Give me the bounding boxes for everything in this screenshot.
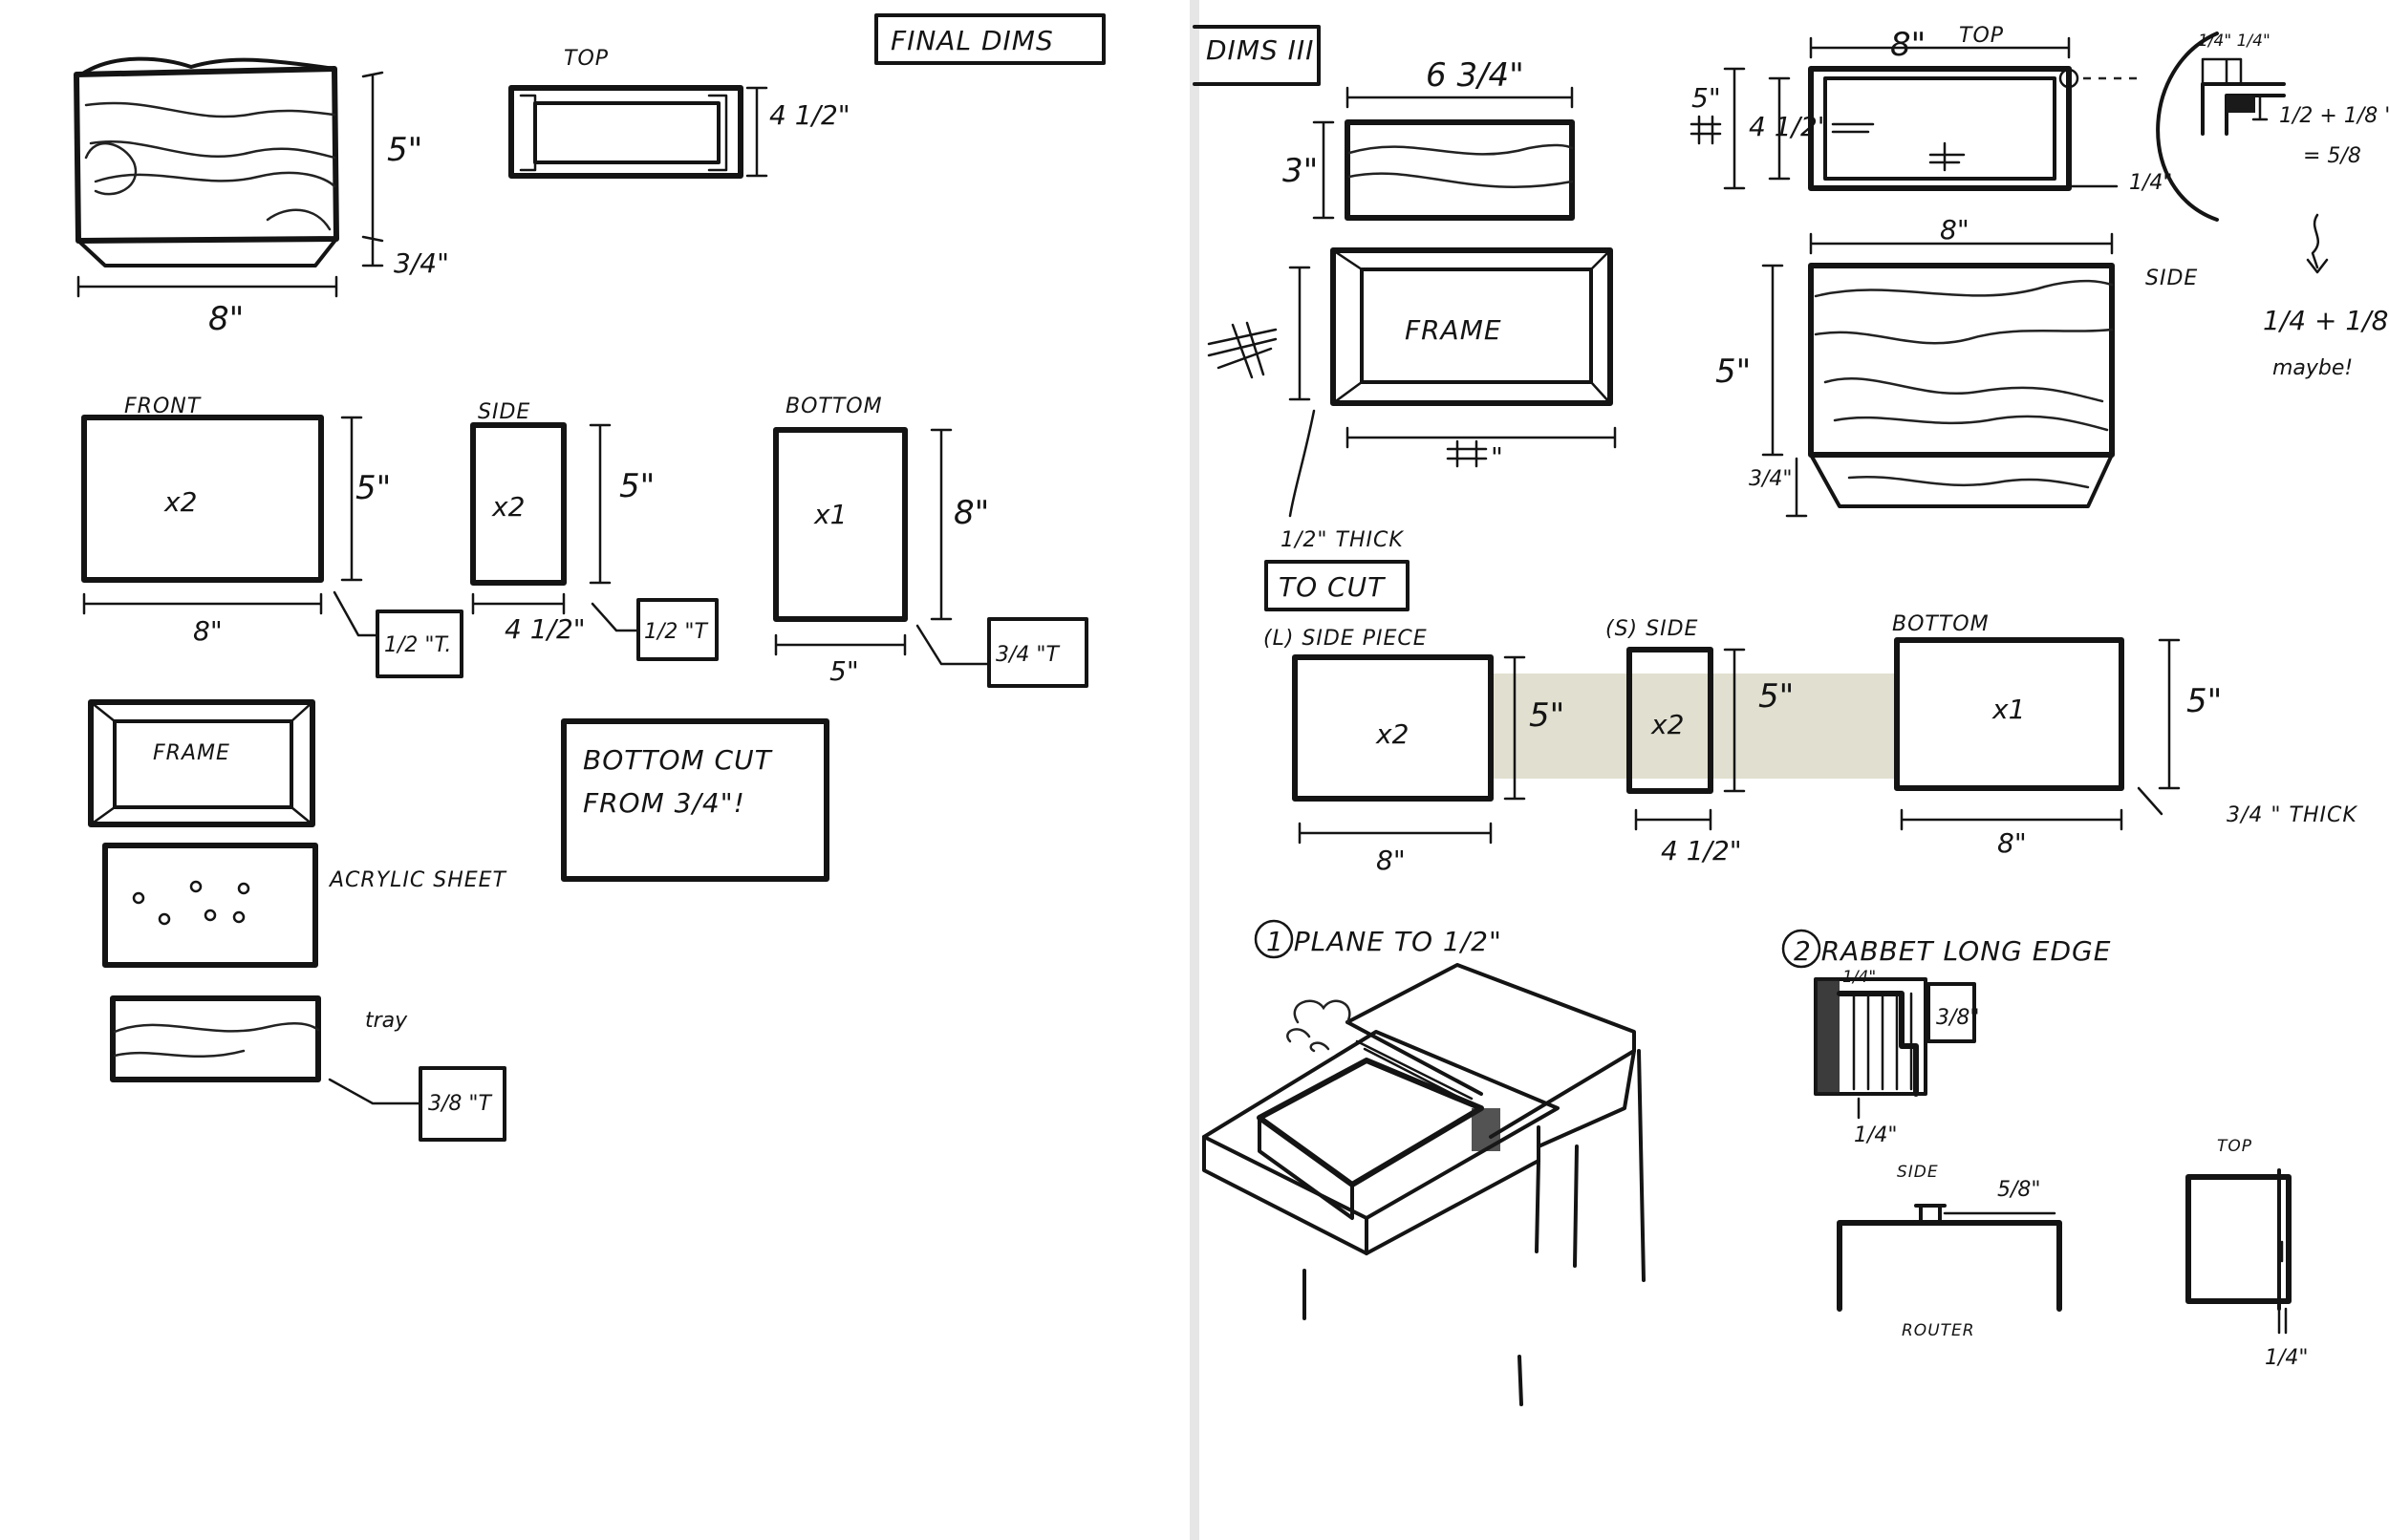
tray-thickness: 3/8 "T [428,1092,493,1116]
to-cut-heading-text: TO CUT [1279,571,1386,603]
assembled-box-sketch: 5" 3/4" 8" [74,56,449,338]
step-plane-sketch: 1 PLANE TO 1/2" [1202,919,1646,1406]
short-side-qty: x2 [1650,709,1684,740]
bottom-label: BOTTOM [786,395,883,418]
front-height-dim: 5" [355,469,391,507]
side-piece: SIDE x2 5" 4 1/2" 1/2 "T [470,400,719,661]
right-page: DIMS III 6 3/4" 3" FRAME " 1/2" THICK [1193,24,2389,1406]
right-top-label: TOP [1959,24,2004,48]
right-top-outer-dim: 5" [1691,82,1721,114]
left-top-view: TOP 4 1/2" [508,47,850,179]
detail-note: maybe! [2272,356,2353,380]
detail-frac-b: = 5/8 [2303,144,2361,168]
rabbet-depth-dim: 3/8" [1936,1006,1980,1030]
tray-label: tray [365,1009,408,1033]
right-side-label: SIDE [2145,267,2198,290]
long-side-piece: (L) SIDE PIECE x2 5" 8" [1263,627,1564,876]
detail-top-dims: 1/4" 1/4" [2198,32,2271,51]
right-bottom-thickness: 3/4 " THICK [2227,803,2357,827]
long-side-label: (L) SIDE PIECE [1263,627,1428,651]
long-side-width-dim: 8" [1376,845,1406,876]
right-header-text: DIMS III [1206,34,1314,66]
right-side-height-dim: 5" [1715,353,1751,391]
side-qty: x2 [491,491,525,523]
assembled-width-dim: 8" [208,300,244,338]
side-height-dim: 5" [619,467,655,505]
right-bottom-qty: x1 [1991,694,2025,725]
front-qty: x2 [163,486,197,518]
front-width-dim: 8" [193,615,223,647]
left-header: FINAL DIMS [874,13,1106,65]
right-bottom-label: BOTTOM [1892,612,1990,636]
note-line-1: BOTTOM CUT [583,744,773,776]
right-top-edge-dim: 1/4" [2129,171,2173,195]
right-top-inner-dim: 4 1/2" [1749,111,1830,142]
front-label: FRONT [124,395,202,418]
note-line-2: FROM 3/4"! [583,787,745,819]
bottom-cut-note: BOTTOM CUT FROM 3/4"! [561,718,829,882]
bottom-width-dim: 5" [829,655,859,687]
step2-label: 2 RABBET LONG EDGE [1794,935,2111,967]
short-side-width-dim: 4 1/2" [1661,835,1742,866]
frame-thickness: 1/2" THICK [1281,528,1404,552]
front-piece: FRONT x2 5" 8" 1/2 "T. [81,395,463,678]
left-frame-label: FRAME [153,741,230,765]
right-bottom-height-dim: 5" [2186,682,2222,720]
tray-sketch: tray 3/8 "T [110,995,506,1142]
right-frame-width-dim: " [1491,441,1503,473]
short-side-label: (S) SIDE [1605,617,1698,641]
right-side-view: 8" SIDE 5" 3/4" [1715,214,2198,518]
rabbet-edge-dim-bottom: 1/4" [1854,1123,1898,1147]
highlighter-wash [1489,674,1898,779]
step1-label: 1 PLANE TO 1/2" [1266,926,1502,957]
step-rabbet-sketch: 2 RABBET LONG EDGE 1/4" 3/8" 1/4" SIDE 5… [1781,929,2309,1370]
router-top-label: TOP [2217,1137,2252,1156]
side-width-dim: 4 1/2" [505,613,586,645]
right-top-view: 8" TOP 5" 4 1/2" 1/4" [1690,24,2173,195]
left-top-view-dim: 4 1/2" [769,99,850,131]
assembled-base-dim: 3/4" [394,247,449,279]
right-bottom-width-dim: 8" [1997,827,2027,859]
right-bottom-piece: BOTTOM x1 5" 8" 3/4 " THICK [1892,612,2357,859]
bottom-height-dim: 8" [954,494,989,532]
assembled-height-dim: 5" [387,131,422,169]
acrylic-sheet-label: ACRYLIC SHEET [328,868,507,892]
long-side-height-dim: 5" [1529,696,1564,735]
rabbet-detail-callout: 1/4" 1/4" 1/2 + 1/8 " = 5/8 1/4 + 1/8 = … [2156,32,2389,380]
short-side-piece: (S) SIDE x2 5" 4 1/2" [1605,617,1794,866]
right-top-width-dim: 8" [1890,26,1926,64]
router-label: ROUTER [1902,1321,1975,1340]
router-top-dim: 1/4" [2265,1346,2309,1370]
detail-sum: 1/4 + 1/8 = 3/8 [2263,305,2389,336]
detail-frac-a: 1/2 + 1/8 " [2279,104,2389,128]
left-frame-sketch: FRAME [88,699,315,827]
side-label: SIDE [478,400,530,424]
bottom-piece: BOTTOM x1 8" 5" 3/4 "T [773,395,1088,688]
lid-width-dim: 6 3/4" [1426,56,1524,95]
right-side-width-dim: 8" [1940,214,1969,246]
bottom-qty: x1 [813,499,847,530]
long-side-qty: x2 [1375,718,1409,750]
left-header-text: FINAL DIMS [891,25,1054,56]
to-cut-heading: TO CUT [1264,560,1410,611]
front-thickness: 1/2 "T. [384,633,451,657]
right-side-base-dim: 3/4" [1749,467,1793,491]
lid-height-dim: 3" [1282,152,1318,190]
left-top-view-label: TOP [564,47,609,71]
side-thickness: 1/2 "T [644,620,709,644]
right-header: DIMS III [1193,25,1321,86]
left-page: FINAL DIMS 5" 3/4" 8" TOP [74,13,1106,1142]
short-side-height-dim: 5" [1758,677,1794,716]
bottom-thickness: 3/4 "T [996,643,1061,667]
lid-panel-sketch: 6 3/4" 3" [1282,56,1575,221]
page-gutter [1190,0,1199,1540]
router-side-dim: 5/8" [1997,1178,2041,1202]
router-side-label: SIDE [1897,1163,1939,1182]
right-frame-sketch: FRAME " 1/2" THICK [1207,247,1617,552]
right-frame-label: FRAME [1405,314,1502,346]
acrylic-sheet-sketch: ACRYLIC SHEET [102,843,507,968]
